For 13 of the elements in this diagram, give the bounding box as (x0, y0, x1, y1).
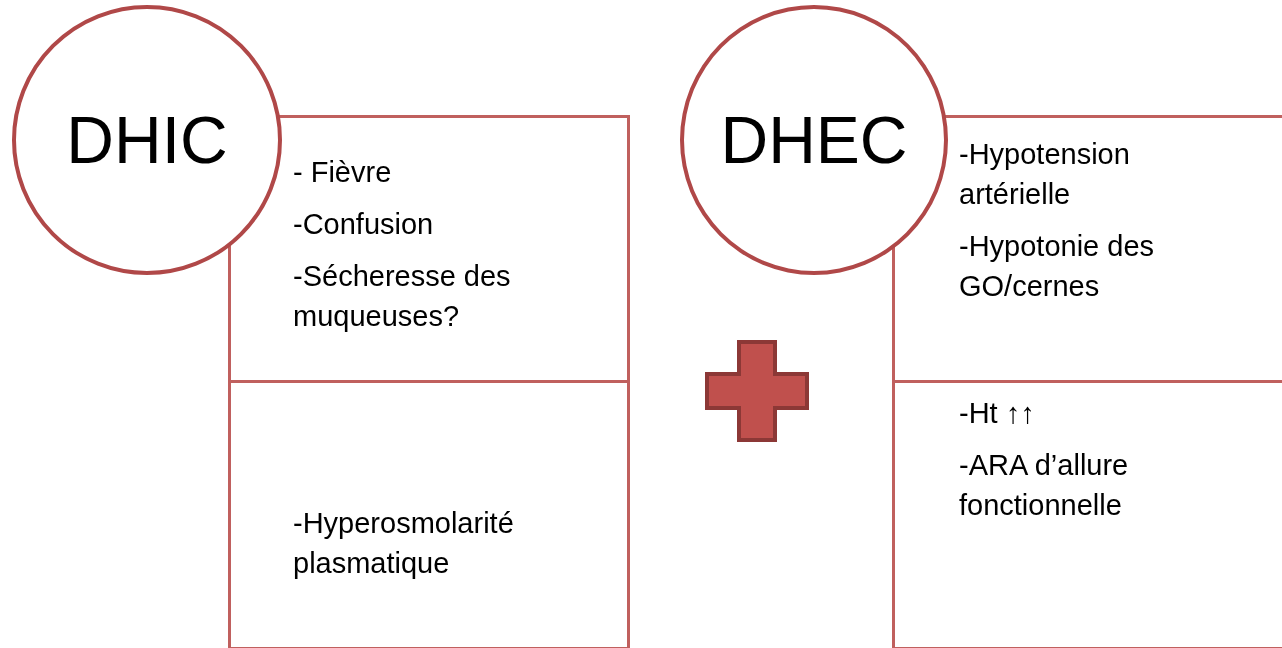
text-panel (228, 380, 630, 648)
list-item: -Hyperosmolarité plasmatique (293, 506, 515, 581)
list-item: -Hypotension artérielle (959, 137, 1131, 212)
list-item: -Confusion (293, 207, 435, 242)
circle-label: DHIC (66, 102, 228, 178)
list-item: - Fièvre (293, 155, 393, 190)
list-item: -ARA d’allure fonctionnelle (959, 448, 1130, 524)
text-panel (228, 115, 630, 383)
list-item: -Sécheresse des muqueuses? (293, 259, 512, 335)
text-panel (892, 380, 1282, 648)
list-item: -Ht ↑↑ (959, 396, 1036, 431)
list-item: -Hypotonie des GO/cernes (959, 229, 1156, 305)
circle-label: DHEC (720, 102, 908, 178)
